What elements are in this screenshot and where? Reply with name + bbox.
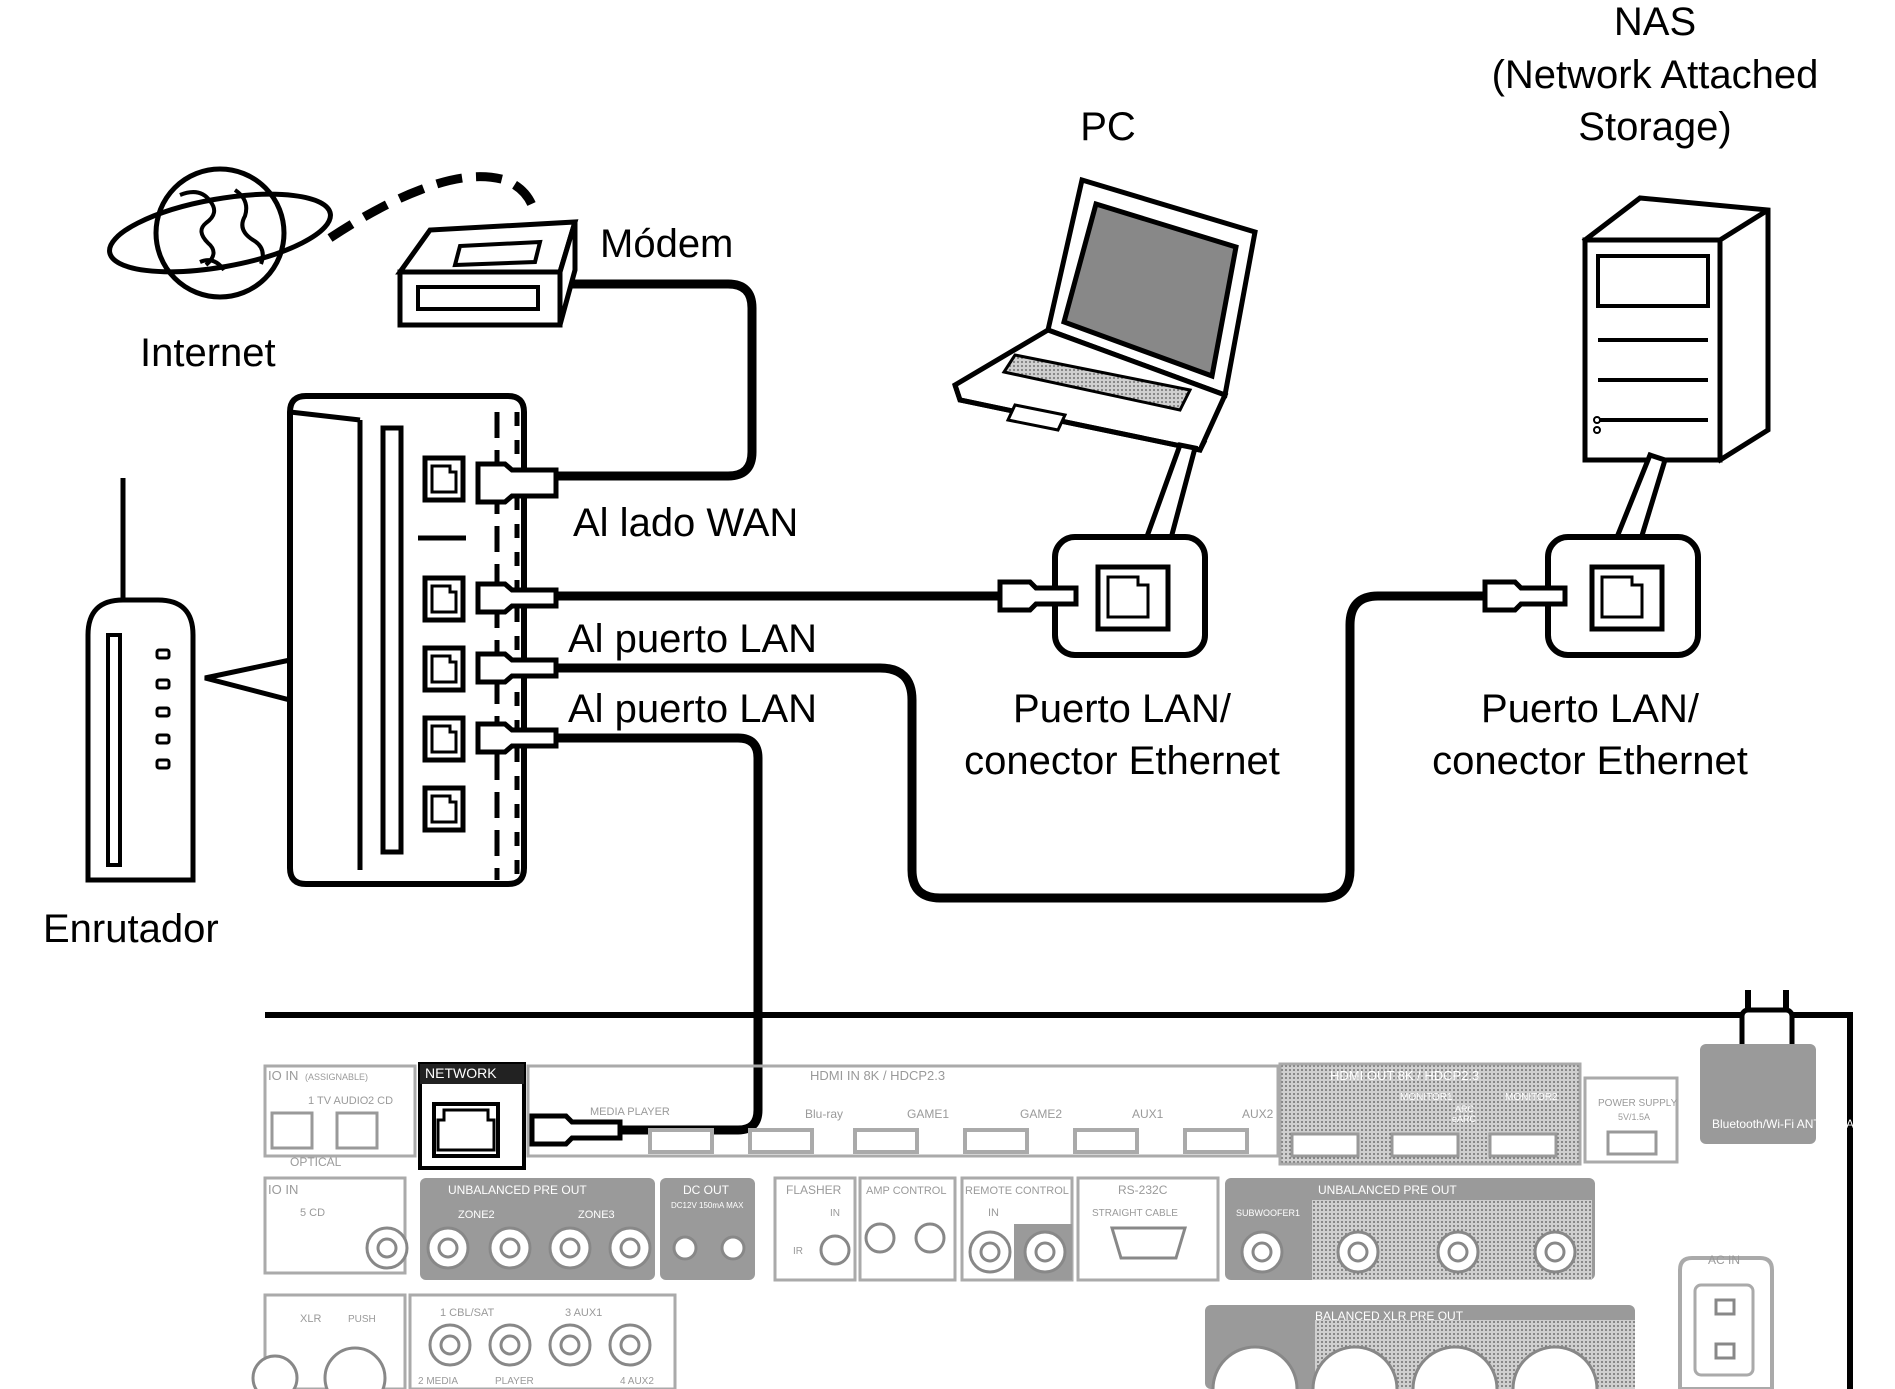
svg-text:Bluetooth/Wi-Fi ANTENNA: Bluetooth/Wi-Fi ANTENNA [1712, 1117, 1854, 1131]
pc-port-label-line2: conector Ethernet [964, 739, 1280, 783]
cable-modem-to-wan [545, 279, 757, 481]
svg-text:POWER SUPPLY: POWER SUPPLY [1598, 1098, 1678, 1109]
svg-text:HDMI IN 8K / HDCP2.3: HDMI IN 8K / HDCP2.3 [810, 1068, 945, 1083]
svg-text:UNBALANCED PRE OUT: UNBALANCED PRE OUT [448, 1183, 587, 1197]
nas-title-line2: (Network Attached [1492, 53, 1819, 97]
nas-port-label-line2: conector Ethernet [1432, 739, 1748, 783]
svg-text:DC12V 150mA MAX: DC12V 150mA MAX [671, 1201, 744, 1210]
svg-text:BALANCED XLR PRE OUT: BALANCED XLR PRE OUT [1315, 1309, 1464, 1323]
nas-lan-port-zoom [1545, 534, 1701, 658]
svg-text:AUX1: AUX1 [1132, 1107, 1164, 1121]
pc-laptop-icon [951, 176, 1258, 453]
svg-text:IO IN: IO IN [268, 1068, 298, 1083]
svg-text:FLASHER: FLASHER [786, 1183, 842, 1197]
nas-title-line3: Storage) [1578, 105, 1731, 149]
modem-icon [395, 219, 579, 328]
nas-port-label-line1: Puerto LAN/ [1481, 687, 1700, 731]
nas-tower-icon [1581, 195, 1771, 464]
modem-label: Módem [600, 222, 733, 266]
svg-text:GAME2: GAME2 [1020, 1107, 1062, 1121]
internet-globe-icon [107, 166, 333, 300]
svg-text:2 CD: 2 CD [368, 1095, 393, 1107]
svg-text:IN: IN [988, 1207, 999, 1219]
svg-text:4 AUX2: 4 AUX2 [620, 1376, 654, 1387]
svg-text:3 AUX1: 3 AUX1 [565, 1307, 602, 1319]
router-ports [422, 455, 466, 833]
pc-lan-port-zoom [1052, 534, 1208, 658]
svg-text:ZONE3: ZONE3 [578, 1209, 615, 1221]
nas-callout [1611, 451, 1669, 545]
svg-text:PLAYER: PLAYER [495, 1376, 534, 1387]
svg-text:MEDIA PLAYER: MEDIA PLAYER [590, 1106, 670, 1118]
lan-label-1: Al puerto LAN [568, 617, 817, 661]
cable-lan-to-receiver [548, 733, 763, 1135]
svg-text:MONITOR2: MONITOR2 [1505, 1092, 1558, 1103]
network-label: NETWORK [425, 1065, 497, 1081]
svg-text:ZONE2: ZONE2 [458, 1209, 495, 1221]
svg-text:AC IN: AC IN [1708, 1253, 1740, 1267]
svg-text:RS-232C: RS-232C [1118, 1183, 1168, 1197]
svg-text:1 TV AUDIO: 1 TV AUDIO [308, 1095, 369, 1107]
svg-text:AMP CONTROL: AMP CONTROL [866, 1185, 946, 1197]
receiver-back-panel [251, 990, 1853, 1389]
pc-callout [1141, 442, 1199, 545]
svg-text:Blu-ray: Blu-ray [805, 1107, 843, 1121]
svg-text:UNBALANCED PRE OUT: UNBALANCED PRE OUT [1318, 1183, 1457, 1197]
svg-text:IN: IN [830, 1208, 840, 1219]
svg-text:ARC: ARC [1455, 1104, 1475, 1114]
cable-lan-to-nas [548, 591, 1485, 903]
svg-text:MONITOR1: MONITOR1 [1400, 1092, 1453, 1103]
nas-title-line1: NAS [1614, 0, 1696, 44]
svg-text:2 MEDIA: 2 MEDIA [418, 1376, 458, 1387]
svg-text:STRAIGHT CABLE: STRAIGHT CABLE [1092, 1208, 1178, 1219]
receiver-cable-plug [529, 1113, 623, 1147]
router-icon [85, 478, 196, 883]
svg-text:PUSH: PUSH [348, 1314, 376, 1325]
router-zoom-callout [204, 656, 293, 704]
diagram-labels: NAS (Network Attached Storage) PC Módem … [43, 0, 1818, 951]
svg-text:IR: IR [793, 1246, 803, 1257]
svg-text:IO IN: IO IN [268, 1182, 298, 1197]
svg-text:AUX2: AUX2 [1242, 1107, 1274, 1121]
svg-text:DC OUT: DC OUT [683, 1183, 730, 1197]
svg-text:OUT: OUT [1035, 1207, 1059, 1219]
internet-wireless-link [327, 172, 540, 242]
svg-text:SUBWOOFER1: SUBWOOFER1 [1236, 1208, 1300, 1218]
cables [545, 279, 1485, 1135]
receiver-panel-labels: NETWORK IO IN (ASSIGNABLE) 1 TV AUDIO 2 … [268, 1065, 1854, 1387]
svg-text:REMOTE CONTROL: REMOTE CONTROL [965, 1185, 1069, 1197]
pc-port-label-line1: Puerto LAN/ [1013, 687, 1232, 731]
svg-text:HDMI OUT 8K / HDCP2.3: HDMI OUT 8K / HDCP2.3 [1330, 1068, 1479, 1083]
svg-text:1 CBL/SAT: 1 CBL/SAT [440, 1307, 494, 1319]
svg-text:(ASSIGNABLE): (ASSIGNABLE) [305, 1072, 368, 1082]
pc-label: PC [1080, 105, 1136, 149]
svg-text:5 CD: 5 CD [300, 1207, 325, 1219]
nas-cable-plug [1482, 579, 1568, 613]
router-cable-plugs [475, 461, 559, 755]
pc-cable-plug [997, 579, 1079, 613]
wan-label: Al lado WAN [573, 501, 798, 545]
svg-text:5V/1.5A: 5V/1.5A [1618, 1112, 1650, 1122]
lan-label-2: Al puerto LAN [568, 687, 817, 731]
svg-text:GAME1: GAME1 [907, 1107, 949, 1121]
svg-text:OPTICAL: OPTICAL [290, 1155, 342, 1169]
svg-text:eARC: eARC [1452, 1114, 1477, 1124]
internet-label: Internet [140, 331, 276, 375]
router-label: Enrutador [43, 907, 219, 951]
svg-text:XLR: XLR [300, 1313, 321, 1325]
